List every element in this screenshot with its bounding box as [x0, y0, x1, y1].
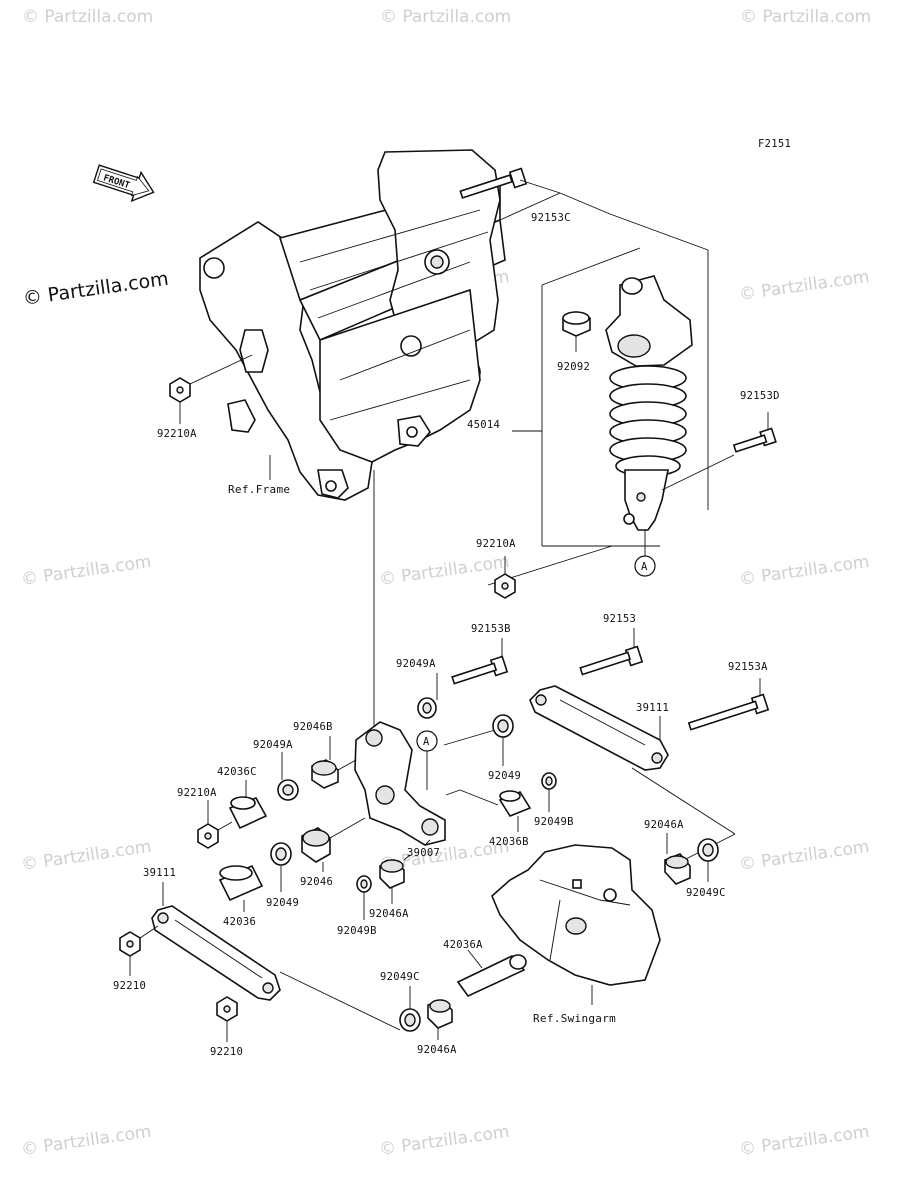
- leader-rocker-bush: [445, 789, 461, 796]
- bearing-92046A-mid: [379, 854, 411, 904]
- frame-illustration: [199, 149, 506, 501]
- part-label-92210-bottom: 92210: [210, 1046, 243, 1058]
- part-label-92092: 92092: [557, 361, 590, 373]
- part-label-92153: 92153: [603, 613, 636, 625]
- part-label-92210-top: 92210: [113, 980, 146, 992]
- nut-92210A-mid: [494, 556, 516, 599]
- watermark: © Partzilla.com: [20, 1122, 153, 1160]
- watermark: © Partzilla.com: [738, 837, 871, 875]
- watermark: © Partzilla.com: [22, 7, 153, 27]
- part-label-92210A-top: 92210A: [157, 428, 197, 440]
- part-label-92210A-left: 92210A: [177, 787, 217, 799]
- watermark: © Partzilla.com: [20, 552, 153, 590]
- shock-absorber-45014: [605, 275, 693, 531]
- bolt-92153B: [451, 638, 509, 685]
- ref-frame-label: Ref.Frame: [228, 483, 290, 496]
- part-label-92049-left: 92049: [266, 897, 299, 909]
- collar-42036C: [228, 780, 268, 830]
- part-label-92046B: 92046B: [293, 721, 333, 733]
- tie-rod-39111-left: [151, 882, 281, 1001]
- part-label-92049C-right: 92049C: [686, 887, 726, 899]
- front-arrow-icon: FRONT: [92, 164, 155, 203]
- leader-rocker-washer: [443, 729, 496, 746]
- watermark-main: © Partzilla.com: [22, 268, 170, 310]
- part-label-92153B: 92153B: [471, 623, 511, 635]
- marker-a-label: A: [641, 561, 648, 573]
- part-label-92049A-top: 92049A: [396, 658, 436, 670]
- part-label-42036C: 42036C: [217, 766, 257, 778]
- collar-42036B: [498, 790, 532, 832]
- part-label-39111-left: 39111: [143, 867, 176, 879]
- bolt-92153D: [661, 412, 777, 491]
- marker-a-rocker: A: [416, 730, 438, 790]
- part-label-92046: 92046: [300, 876, 333, 888]
- part-label-92049-right: 92049: [488, 770, 521, 782]
- diagram-code: F2151: [758, 138, 791, 150]
- part-label-92046A-mid: 92046A: [369, 908, 409, 920]
- bolt-92153C: [459, 167, 561, 221]
- part-label-92153D: 92153D: [740, 390, 780, 402]
- collar-42036A: [456, 949, 527, 998]
- marker-a-rocker-label: A: [423, 736, 430, 748]
- leader-tierod-swingarm: [631, 767, 736, 835]
- rocker-39007: [354, 721, 446, 846]
- swingarm-illustration: [491, 844, 661, 1005]
- watermark: © Partzilla.com: [378, 1122, 511, 1160]
- nut-92210-top: [119, 925, 159, 976]
- washer-92049C-bottom: [399, 986, 421, 1032]
- bushing-92092: [562, 311, 591, 352]
- watermark: © Partzilla.com: [738, 1122, 871, 1160]
- part-label-92210A-mid: 92210A: [476, 538, 516, 550]
- bolt-92153A: [687, 678, 770, 731]
- watermark: © Partzilla.com: [740, 7, 871, 27]
- part-label-92049B-right: 92049B: [534, 816, 574, 828]
- watermark: © Partzilla.com: [738, 267, 871, 305]
- part-label-92049A-left: 92049A: [253, 739, 293, 751]
- washer-92049A-left: [277, 752, 299, 801]
- part-label-45014: 45014: [467, 419, 500, 431]
- tie-rod-39111-right: [529, 685, 669, 771]
- part-label-92046A-right: 92046A: [644, 819, 684, 831]
- part-label-92049B-mid: 92049B: [337, 925, 377, 937]
- part-label-39111-right: 39111: [636, 702, 669, 714]
- bearing-92046A-bottom: [427, 999, 453, 1040]
- nut-92210A-left: [197, 800, 233, 849]
- washer-92049A-top: [417, 673, 438, 719]
- washer-92049B-right: [541, 772, 557, 812]
- watermark: © Partzilla.com: [738, 552, 871, 590]
- part-label-92049C-bottom: 92049C: [380, 971, 420, 983]
- bolt-92153: [579, 628, 644, 676]
- part-label-92046A-bottom: 92046A: [417, 1044, 457, 1056]
- washer-92049-left: [270, 842, 292, 892]
- ref-swingarm-label: Ref.Swingarm: [533, 1012, 616, 1025]
- leader-tierod-bottom: [279, 971, 401, 1031]
- nut-92210A-top: [169, 354, 253, 424]
- part-label-42036B: 42036B: [489, 836, 529, 848]
- bearing-92046A-right: [664, 833, 691, 885]
- washer-92049C-right: [697, 838, 719, 882]
- leader-rocker-bush2: [459, 789, 499, 806]
- part-label-92153C: 92153C: [531, 212, 571, 224]
- collar-42036: [218, 864, 264, 912]
- marker-a-shock: A: [634, 530, 656, 577]
- watermark: © Partzilla.com: [380, 7, 511, 27]
- part-label-39007: 39007: [407, 847, 440, 859]
- washer-92049-right: [492, 714, 514, 766]
- watermark: © Partzilla.com: [20, 837, 153, 875]
- bearing-92046B: [311, 736, 357, 789]
- bearing-92046: [301, 817, 366, 872]
- part-label-42036A: 42036A: [443, 939, 483, 951]
- part-label-42036: 42036: [223, 916, 256, 928]
- nut-92210-bottom: [216, 996, 238, 1042]
- washer-92049B-mid: [356, 875, 372, 920]
- part-label-92153A: 92153A: [728, 661, 768, 673]
